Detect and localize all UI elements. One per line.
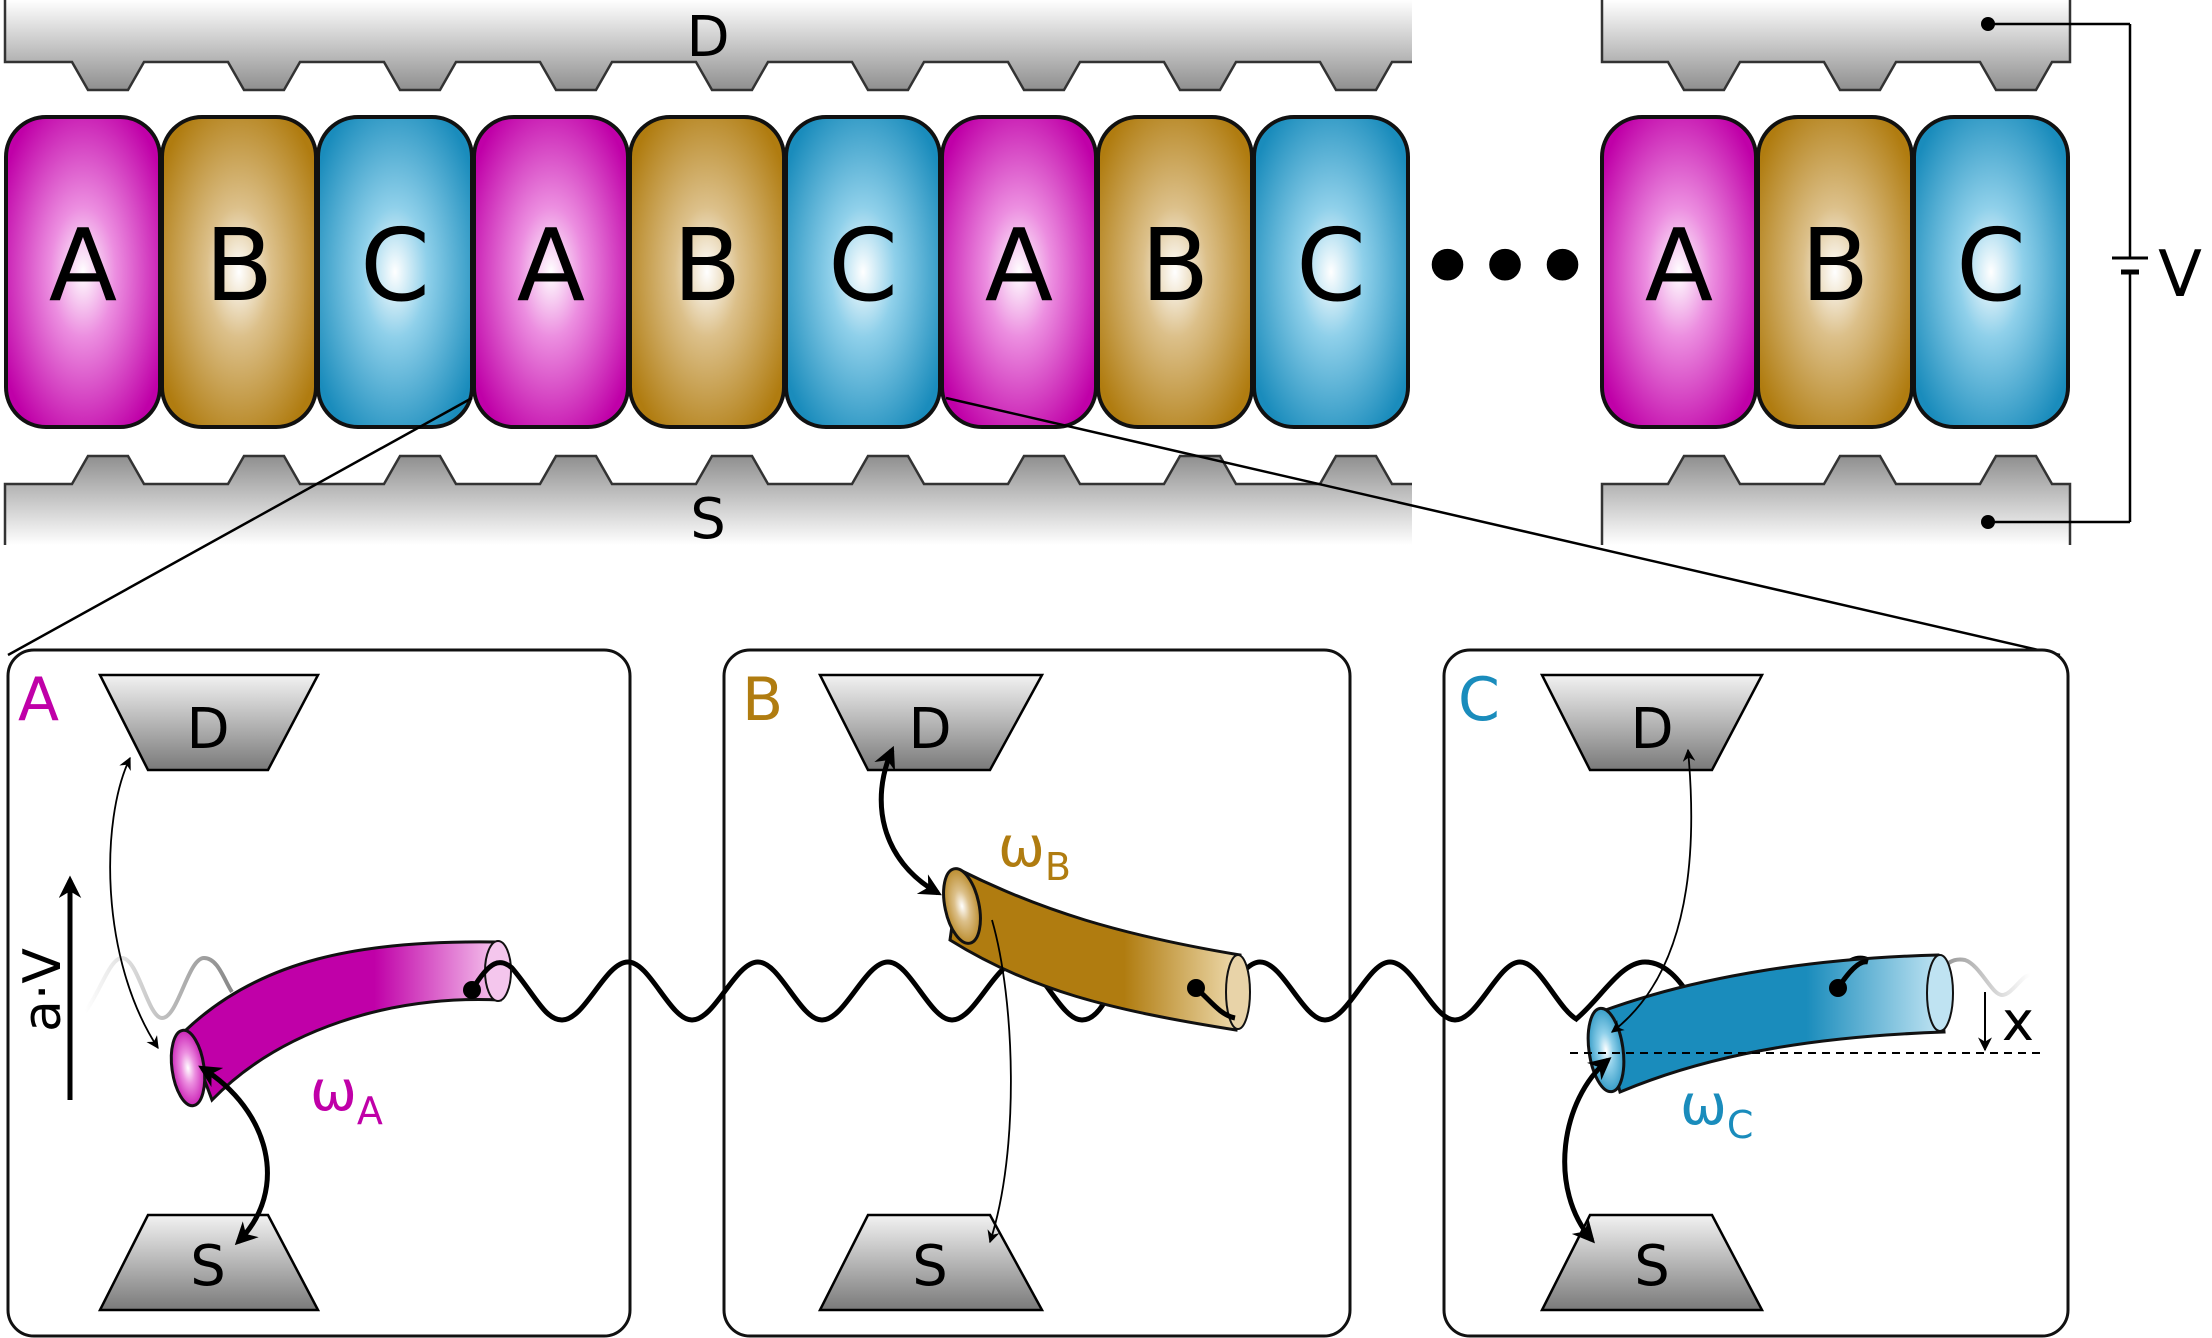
unit-B-1: B xyxy=(160,115,318,429)
tunnelling-arrows xyxy=(109,745,1696,1246)
thin-arrow-C xyxy=(1610,748,1696,1033)
drain-tip-label: D xyxy=(1630,697,1673,762)
coupling-spring-right-fade xyxy=(1930,957,2031,998)
unit-label: B xyxy=(673,207,742,324)
thin-arrow-B xyxy=(987,919,1012,1244)
unit-label: A xyxy=(1645,207,1713,324)
panel-label: A xyxy=(18,665,59,735)
unit-B-last: B xyxy=(1756,115,1914,429)
panel-label: C xyxy=(1458,665,1500,735)
source-tip xyxy=(817,1213,1045,1312)
thin-arrow-A xyxy=(109,756,159,1050)
unit-label: A xyxy=(985,207,1053,324)
unit-C-1: C xyxy=(316,115,474,429)
source-label-top: S xyxy=(690,487,726,552)
unit-B-3: B xyxy=(1096,115,1254,429)
unit-label: C xyxy=(828,207,898,324)
nanotube-A xyxy=(169,940,514,1108)
unit-label: C xyxy=(1296,207,1366,324)
omega-C: ωC xyxy=(1680,1073,1753,1147)
unit-C-2: C xyxy=(784,115,942,429)
unit-label: B xyxy=(205,207,274,324)
thick-arrow-B xyxy=(874,745,942,896)
unit-B-2: B xyxy=(628,115,786,429)
unit-label: B xyxy=(1801,207,1870,324)
unit-A-last: A xyxy=(1600,115,1758,429)
voltage-source xyxy=(1981,17,2148,529)
thick-arrow-C xyxy=(1562,1057,1612,1244)
drain-label-top: D xyxy=(686,5,729,70)
unit-C-3: C xyxy=(1252,115,1410,429)
drain-electrode-top xyxy=(3,0,2072,92)
ellipsis: ••• xyxy=(1419,215,1592,320)
unit-label: C xyxy=(360,207,430,324)
source-tip-label: S xyxy=(912,1234,948,1299)
zoom-lines xyxy=(7,396,2061,657)
nanotube-B xyxy=(942,867,1251,1032)
unit-A-2: A xyxy=(472,115,630,429)
source-electrode-top xyxy=(3,454,2072,545)
drain-tip-label: D xyxy=(186,697,229,762)
unit-label: A xyxy=(517,207,585,324)
source-tip-label: S xyxy=(190,1234,226,1299)
unit-label: A xyxy=(49,207,117,324)
unit-C-last: C xyxy=(1912,115,2070,429)
panel-B: B D S xyxy=(722,648,1352,1338)
drain-tip-label: D xyxy=(908,697,951,762)
unit-A-3: A xyxy=(940,115,1098,429)
drain-tip xyxy=(1539,673,1765,772)
coupling-spring-left-fade xyxy=(83,955,234,1021)
displacement-label: x xyxy=(2002,990,2034,1053)
voltage-label: V xyxy=(2158,238,2202,312)
thick-arrow-A xyxy=(198,1065,270,1246)
panel-label: B xyxy=(742,665,783,735)
drain-tip xyxy=(97,673,321,772)
field-label: a·V xyxy=(13,948,73,1032)
unit-label: C xyxy=(1956,207,2026,324)
unit-A-1: A xyxy=(4,115,162,429)
source-tip-label: S xyxy=(1634,1234,1670,1299)
omega-A: ωA xyxy=(310,1059,383,1133)
unit-label: B xyxy=(1141,207,1210,324)
omega-B: ωB xyxy=(998,815,1071,889)
